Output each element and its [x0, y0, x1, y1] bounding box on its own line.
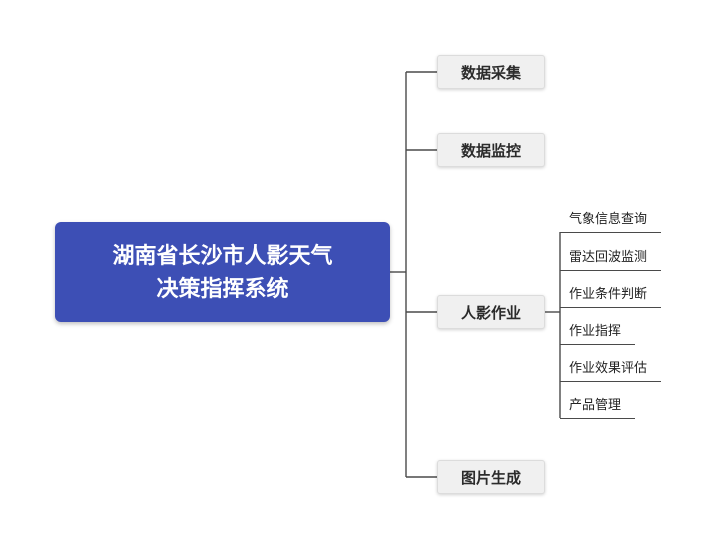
root-topic[interactable]: 湖南省长沙市人影天气 决策指挥系统	[55, 222, 390, 322]
branch-topic-label: 人影作业	[460, 304, 521, 322]
leaf-topic-label: 作业条件判断	[569, 286, 648, 301]
branch-topic-label: 数据采集	[460, 64, 521, 82]
branch-topic-image-generation[interactable]: 图片生成	[437, 460, 545, 494]
leaf-topic-operation-command[interactable]: 作业指挥	[560, 322, 636, 345]
leaf-topic-label: 气象信息查询	[569, 211, 648, 226]
leaf-topic-label: 产品管理	[569, 397, 622, 412]
leaf-topic-label: 雷达回波监测	[569, 249, 648, 264]
root-topic-line1: 湖南省长沙市人影天气	[112, 243, 333, 268]
branch-topic-data-monitoring[interactable]: 数据监控	[437, 133, 545, 167]
leaf-topic-operation-effect-evaluation[interactable]: 作业效果评估	[560, 359, 662, 382]
root-topic-line2: 决策指挥系统	[156, 276, 289, 301]
leaf-topic-operation-condition-judgment[interactable]: 作业条件判断	[560, 285, 662, 308]
leaf-topic-weather-info-query[interactable]: 气象信息查询	[560, 210, 662, 233]
branch-topic-label: 图片生成	[460, 469, 521, 487]
leaf-topic-radar-echo-monitoring[interactable]: 雷达回波监测	[560, 248, 662, 271]
branch-topic-weather-modification-operation[interactable]: 人影作业	[437, 295, 545, 329]
leaf-topic-label: 作业效果评估	[569, 360, 648, 375]
leaf-topic-label: 作业指挥	[569, 323, 622, 338]
branch-topic-label: 数据监控	[460, 142, 521, 160]
branch-topic-data-collection[interactable]: 数据采集	[437, 55, 545, 89]
leaf-topic-product-management[interactable]: 产品管理	[560, 396, 636, 419]
